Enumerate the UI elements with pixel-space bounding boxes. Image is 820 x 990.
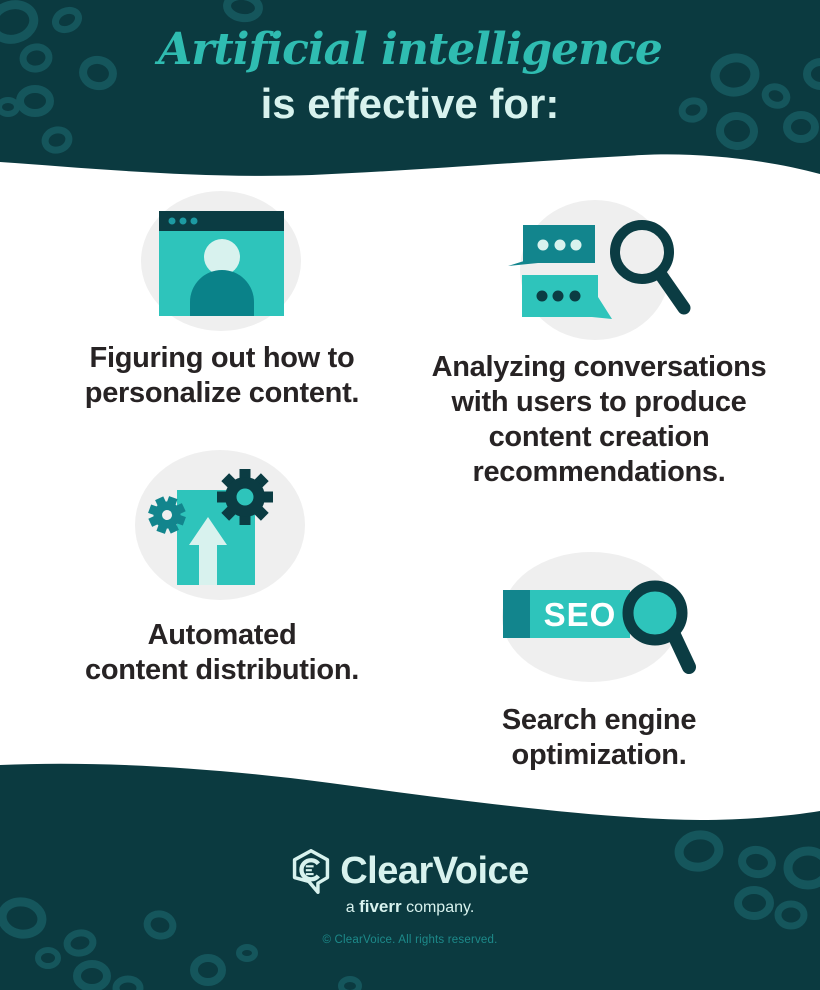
copyright-notice: © ClearVoice. All rights reserved. (322, 934, 498, 946)
gear-small (148, 496, 186, 534)
decorative-rings-bottom-left (0, 897, 362, 990)
item-label-automated-distribution: Automated content distribution. (84, 619, 359, 686)
decorative-rings-bottom-right (674, 830, 820, 930)
chat-analysis-icon (508, 200, 691, 340)
item-label-search-engine-optimization: Search engine optimization. (501, 704, 697, 771)
tagline-fiverr: fiverr (359, 897, 402, 916)
chat-bubble-bottom (522, 275, 612, 319)
user-avatar (190, 239, 254, 316)
clearvoice-logo-icon (293, 848, 330, 894)
magnifier-glyph (610, 220, 691, 315)
header-wave-background (0, 0, 820, 176)
item-label-personalize-content: Figuring out how to personalize content. (84, 342, 360, 409)
chat-bubble-top (508, 225, 595, 266)
decorative-rings-top-left (0, 0, 263, 154)
headline-is-effective-for: is effective for: (260, 80, 560, 127)
tagline-company: company. (406, 899, 475, 916)
gear-large (217, 469, 273, 525)
browser-user-icon (141, 191, 301, 331)
fiverr-company-tagline: a fiverr company. (0, 897, 820, 917)
upload-arrow-glyph (189, 517, 227, 585)
footer-wave-background (0, 763, 820, 990)
automation-gears-icon (135, 450, 305, 600)
magnifier-glyph (622, 580, 696, 674)
headline-artificial-intelligence: Artificial intelligence (158, 24, 663, 75)
seo-search-icon: SEO (502, 552, 696, 682)
decorative-rings-top-right (678, 53, 820, 151)
clearvoice-logo: ClearVoice (0, 845, 820, 897)
clearvoice-wordmark: ClearVoice (340, 849, 529, 892)
tagline-a: a (345, 899, 355, 916)
seo-badge-text: SEO (544, 596, 617, 633)
item-label-analyzing-conversations: Analyzing conversations with users to pr… (431, 351, 767, 488)
